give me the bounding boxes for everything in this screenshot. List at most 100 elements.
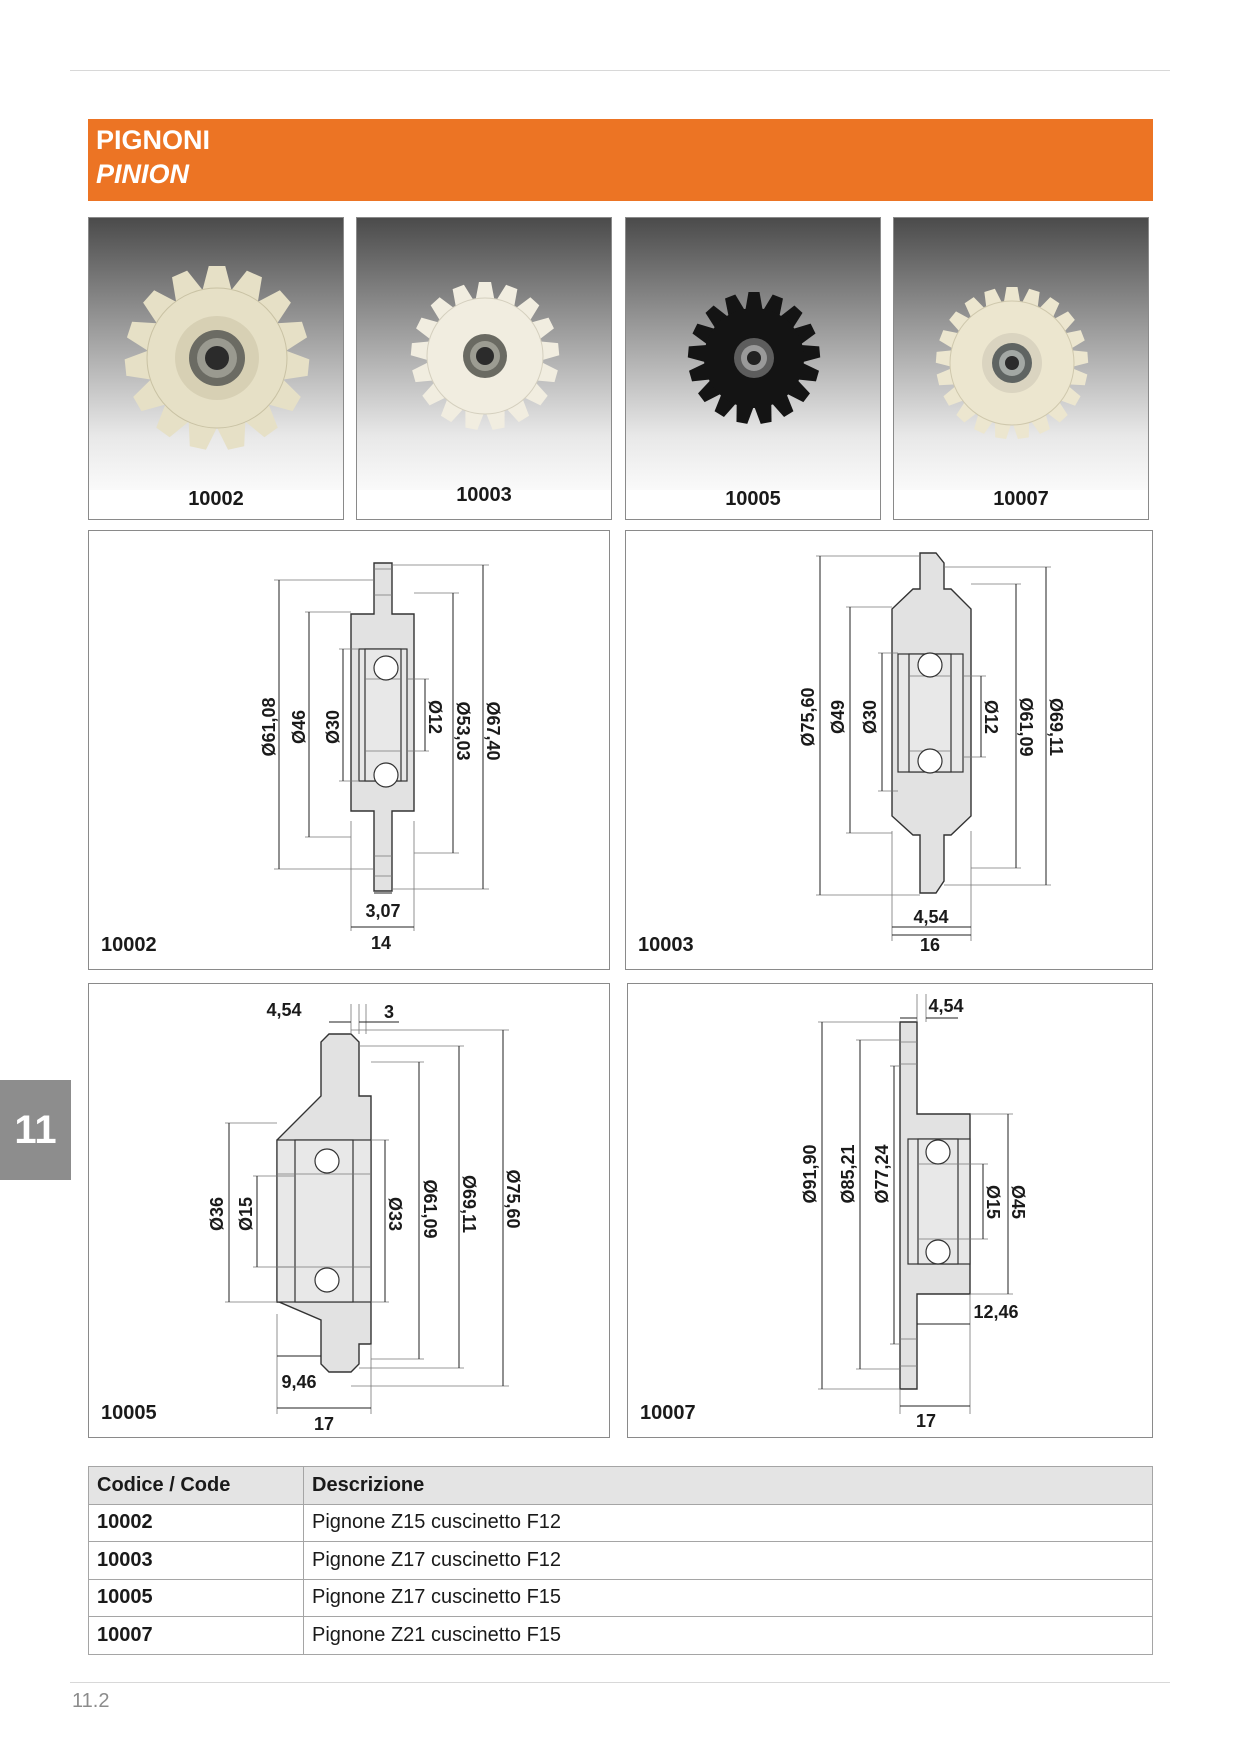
row-description: Pignone Z15 cuscinetto F12 [303,1503,1153,1542]
row-description: Pignone Z17 cuscinetto F12 [303,1541,1153,1580]
dim-label: Ø49 [828,700,848,734]
bearing-ball [917,748,943,774]
table-header-row: Codice / Code Descrizione [88,1466,1153,1505]
dim-label: 16 [920,935,940,955]
row-description: Pignone Z21 cuscinetto F15 [303,1616,1153,1655]
dim-label: 17 [916,1411,936,1431]
dim-label: 12,46 [973,1302,1018,1322]
sprocket-tooth [230,270,262,304]
bearing-bore [205,346,229,370]
bearing-ball [314,1148,340,1174]
bearing-ball [314,1267,340,1293]
bearing-bore [1005,356,1019,370]
sprocket-tooth [509,297,540,328]
dim-label: Ø36 [207,1197,227,1231]
table-row: 10003 Pignone Z17 cuscinetto F12 [88,1541,1153,1580]
section-drawing-10003: Ø75,60 Ø49 Ø30 Ø12 Ø61,09 Ø69,11 4,54 16 [798,552,1066,955]
table-row: 10002 Pignone Z15 cuscinetto F12 [88,1503,1153,1542]
sprocket-tooth [172,270,204,304]
dim-label: Ø15 [236,1197,256,1231]
dim-label: Ø33 [385,1197,405,1231]
drawing-code: 10002 [101,934,157,956]
page-number: 11.2 [72,1690,110,1712]
dim-label: 3 [384,1002,394,1022]
dim-label: 4,54 [266,1000,301,1020]
dim-label: Ø45 [1008,1185,1028,1219]
dim-label: Ø69,11 [459,1175,479,1233]
dim-label: Ø61,09 [420,1179,440,1238]
header-code: Codice / Code [88,1466,304,1505]
dim-label: Ø30 [323,710,343,744]
photo-code: 10002 [188,488,244,510]
sprocket-tooth [281,349,310,380]
product-table: Codice / Code Descrizione 10002 Pignone … [88,1466,1153,1655]
top-rule [70,70,1170,71]
dim-label: 4,54 [928,996,963,1016]
sprocket-tooth [202,266,232,292]
bearing-ball [373,655,399,681]
table-row: 10007 Pignone Z21 cuscinetto F15 [88,1616,1153,1655]
row-code: 10003 [88,1541,304,1580]
section-drawing-10007: 4,54 Ø91,90 Ø85,21 Ø77,24 Ø15 Ø45 12,46 … [800,994,1028,1431]
row-description: Pignone Z17 cuscinetto F15 [303,1578,1153,1617]
title-italian: PIGNONI [96,125,211,155]
dim-label: Ø46 [289,710,309,744]
photo-card-10002: 10002 [88,217,344,520]
dim-label: Ø12 [981,700,1001,734]
bottom-rule [70,1682,1170,1683]
dim-label: Ø61,09 [1016,697,1036,756]
bearing-bore [476,347,494,365]
dim-label: Ø15 [983,1185,1003,1219]
dim-label: 17 [314,1414,334,1434]
section-banner: PIGNONI PINION [88,119,1153,201]
dim-label: Ø53,03 [453,701,473,760]
dim-label: Ø67,40 [483,701,503,760]
dim-label: Ø75,60 [798,687,818,746]
dim-label: Ø61,08 [259,697,279,756]
drawing-card-10005: 4,54 3 Ø36 Ø15 Ø33 Ø61,09 Ø69,11 Ø75,60 … [88,983,610,1438]
sprocket-photo-10003 [410,282,560,430]
section-drawing-10002: Ø61,08 Ø46 Ø30 Ø12 Ø53,03 Ø67,40 3,07 14 [259,562,503,953]
dim-label: Ø30 [860,700,880,734]
bearing-bore [747,351,761,365]
sprocket-tooth [156,402,191,438]
row-code: 10007 [88,1616,304,1655]
dim-label: 9,46 [281,1372,316,1392]
dim-label: Ø85,21 [838,1144,858,1203]
dim-label: 14 [371,933,391,953]
sprocket-tooth [133,378,168,412]
photo-code: 10003 [456,484,512,506]
photo-code: 10007 [993,488,1049,510]
header-description: Descrizione [303,1466,1153,1505]
dim-label: Ø12 [425,700,445,734]
bearing-ball [373,762,399,788]
dim-label: Ø91,90 [800,1144,820,1203]
sprocket-tooth [243,402,278,438]
drawing-card-10007: 4,54 Ø91,90 Ø85,21 Ø77,24 Ø15 Ø45 12,46 … [627,983,1153,1438]
dim-label: 4,54 [913,907,948,927]
chapter-tab: 11 [0,1080,71,1180]
bearing-ball [917,652,943,678]
drawing-code: 10007 [640,1402,696,1424]
bearing-ball [925,1239,951,1265]
drawing-code: 10003 [638,934,694,956]
photo-card-10003: 10003 [356,217,612,520]
sprocket-photo-10002 [124,266,310,450]
sprocket-tooth [256,290,291,325]
drawing-code: 10005 [101,1402,157,1424]
dim-label: Ø75,60 [503,1169,523,1228]
bearing-ball [925,1139,951,1165]
title-english: PINION [96,159,190,189]
sprocket-tooth [266,378,301,412]
table-row: 10005 Pignone Z17 cuscinetto F15 [88,1578,1153,1617]
photo-card-10007: 10007 [893,217,1149,520]
sprocket-tooth [124,349,153,380]
dim-label: Ø77,24 [872,1144,892,1203]
row-code: 10002 [88,1503,304,1542]
dim-label: Ø69,11 [1046,698,1066,756]
section-drawing-10005: 4,54 3 Ø36 Ø15 Ø33 Ø61,09 Ø69,11 Ø75,60 … [207,1000,523,1434]
drawing-card-10003: Ø75,60 Ø49 Ø30 Ø12 Ø61,09 Ø69,11 4,54 16… [625,530,1153,970]
drawing-card-10002: Ø61,08 Ø46 Ø30 Ø12 Ø53,03 Ø67,40 3,07 14… [88,530,610,970]
sprocket-photo-10007 [935,287,1089,439]
sprocket-tooth [143,290,178,325]
